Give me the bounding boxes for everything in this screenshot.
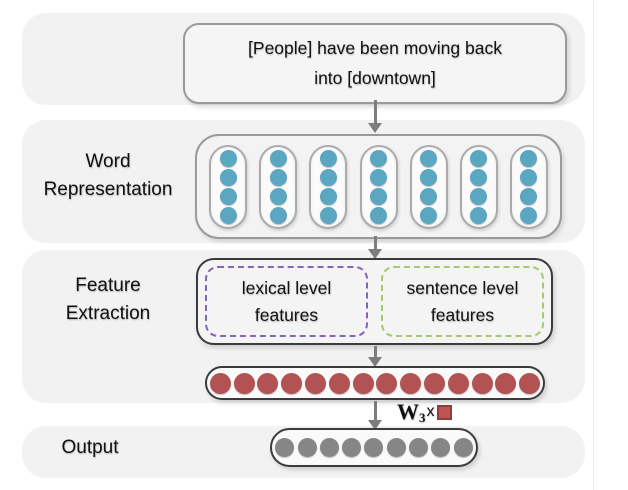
arrow-head-icon xyxy=(368,123,382,133)
vector-dot xyxy=(233,372,255,394)
sentence-level-features-box: sentence level features xyxy=(381,266,544,337)
vector-dot xyxy=(297,438,317,457)
feature-extraction-label: Feature Extraction xyxy=(65,275,151,324)
word-embedding-column xyxy=(409,144,448,229)
vector-dot xyxy=(453,438,473,457)
vector-dot xyxy=(447,372,469,394)
page-edge-line xyxy=(593,0,594,490)
vector-dot xyxy=(319,149,337,167)
vector-dot xyxy=(364,438,384,457)
vector-dot xyxy=(520,149,538,167)
vector-dot xyxy=(400,372,422,394)
vector-dot xyxy=(420,206,438,224)
vector-dot xyxy=(281,372,303,394)
vector-dot xyxy=(319,206,337,224)
vector-dot xyxy=(275,438,295,457)
weight-subscript: 3 xyxy=(419,410,426,425)
arrow-word-to-feature-extraction xyxy=(368,236,382,259)
vector-dot xyxy=(219,149,237,167)
output-vector-row xyxy=(270,428,478,467)
vector-dot xyxy=(269,206,287,224)
vector-dot xyxy=(370,206,387,224)
arrow-head-icon xyxy=(368,249,382,259)
vector-dot xyxy=(328,372,350,394)
arrow-shaft xyxy=(373,346,377,357)
word-vector-row xyxy=(195,134,562,239)
arrow-shaft xyxy=(373,236,377,249)
vector-dot xyxy=(470,149,488,167)
vector-dot xyxy=(257,372,279,394)
word-embedding-column xyxy=(359,144,398,229)
vector-dot xyxy=(420,149,438,167)
vector-dot xyxy=(269,187,287,205)
arrow-head-icon xyxy=(368,357,382,367)
vector-dot xyxy=(319,438,339,457)
vector-dot xyxy=(520,206,538,224)
vector-dot xyxy=(470,206,488,224)
vector-dot xyxy=(319,187,337,205)
vector-dot xyxy=(520,187,538,205)
vector-dot xyxy=(269,168,287,186)
vector-dot xyxy=(520,168,538,186)
vector-dot xyxy=(304,372,326,394)
word-representation-label: Word Representation xyxy=(43,151,173,200)
output-label: Output xyxy=(61,437,119,458)
arrow-vector-to-output xyxy=(368,401,382,430)
vector-dot xyxy=(219,168,237,186)
arrow-shaft xyxy=(373,100,377,123)
vector-dot xyxy=(342,438,362,457)
vector-dot xyxy=(420,187,438,205)
vector-dot xyxy=(409,438,429,457)
weight-symbol: W xyxy=(397,399,419,424)
arrow-head-icon xyxy=(368,420,382,430)
vector-dot xyxy=(471,372,493,394)
vector-dot xyxy=(519,372,541,394)
vector-dot xyxy=(495,372,517,394)
vector-dot xyxy=(209,372,231,394)
feature-vector-swatch-icon xyxy=(436,404,452,420)
input-sentence-box: [People] have been moving back into [dow… xyxy=(183,23,567,104)
vector-dot xyxy=(352,372,374,394)
vector-dot xyxy=(431,438,451,457)
vector-dot xyxy=(370,168,387,186)
vector-dot xyxy=(470,168,488,186)
word-embedding-column xyxy=(209,144,248,229)
arrow-feature-to-vector xyxy=(368,346,382,367)
vector-dot xyxy=(370,149,387,167)
vector-dot xyxy=(219,206,237,224)
vector-dot xyxy=(219,187,237,205)
word-embedding-column xyxy=(459,144,498,229)
vector-dot xyxy=(470,187,488,205)
vector-dot xyxy=(376,372,398,394)
vector-dot xyxy=(370,187,387,205)
vector-dot xyxy=(269,149,287,167)
word-embedding-column xyxy=(259,144,298,229)
arrow-input-to-word-representation xyxy=(368,100,382,133)
vector-dot xyxy=(319,168,337,186)
feature-vector-row xyxy=(205,366,545,400)
vector-dot xyxy=(423,372,445,394)
vector-dot xyxy=(386,438,406,457)
word-embedding-column xyxy=(509,144,548,229)
lexical-level-features-box: lexical level features xyxy=(205,266,368,337)
multiply-operator: x xyxy=(426,403,435,420)
vector-dot xyxy=(420,168,438,186)
word-embedding-column xyxy=(309,144,348,229)
feature-extraction-box: lexical level features sentence level fe… xyxy=(196,258,553,345)
arrow-shaft xyxy=(373,401,377,420)
